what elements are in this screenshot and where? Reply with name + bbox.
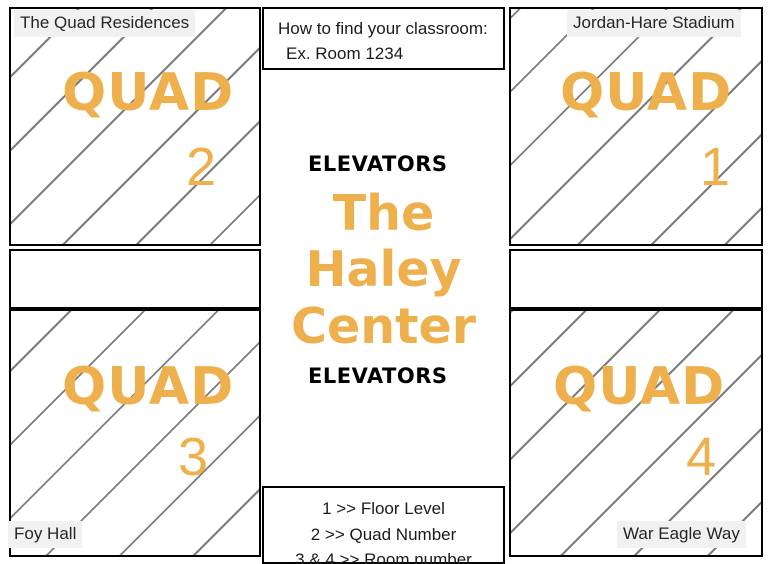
quad-wordmark-2: QUAD: [62, 63, 235, 123]
landmark-label-quad-residences: The Quad Residences: [14, 10, 196, 37]
legend-row-floor-level: 1 >> Floor Level: [322, 499, 445, 518]
legend-row-room-number: 3 & 4 >> Room number: [295, 550, 472, 564]
corridor-west: [9, 249, 261, 309]
how-to-find-classroom-line-2: Ex. Room 1234: [286, 43, 404, 63]
building-title-line-2: Haley: [305, 241, 462, 299]
quad-number-4: 4: [686, 427, 717, 487]
how-to-find-classroom-line-1: How to find your classroom:: [278, 19, 488, 38]
how-to-find-classroom-box: How to find your classroom: Ex. Room 123…: [262, 7, 505, 70]
building-title-line-1: The: [332, 185, 435, 242]
legend-row-quad-number: 2 >> Quad Number: [310, 524, 457, 544]
quad-number-2: 2: [186, 137, 217, 197]
building-title-line-3: Center: [291, 297, 476, 355]
elevators-label-north: ELEVATORS: [308, 152, 448, 176]
building-title: The Haley Center: [262, 185, 505, 355]
quadrant-block-2: [9, 7, 261, 246]
quad-wordmark-1: QUAD: [560, 63, 733, 123]
quad-number-1: 1: [700, 137, 731, 197]
landmark-label-jordan-hare-stadium: Jordan-Hare Stadium: [567, 10, 741, 37]
quadrant-block-1: [509, 7, 763, 246]
quadrant-block-4: [509, 309, 763, 557]
landmark-label-foy-hall: Foy Hall: [8, 521, 83, 548]
quad-wordmark-4: QUAD: [553, 357, 726, 417]
room-number-legend-box: 1 >> Floor Level 2 >> Quad Number 3 & 4 …: [262, 486, 505, 564]
corridor-east: [509, 249, 763, 309]
quad-wordmark-3: QUAD: [62, 357, 235, 417]
quad-number-3: 3: [178, 427, 209, 487]
landmark-label-war-eagle-way: War Eagle Way: [617, 521, 746, 548]
elevators-label-south: ELEVATORS: [308, 364, 448, 388]
quadrant-block-3: [9, 309, 261, 557]
